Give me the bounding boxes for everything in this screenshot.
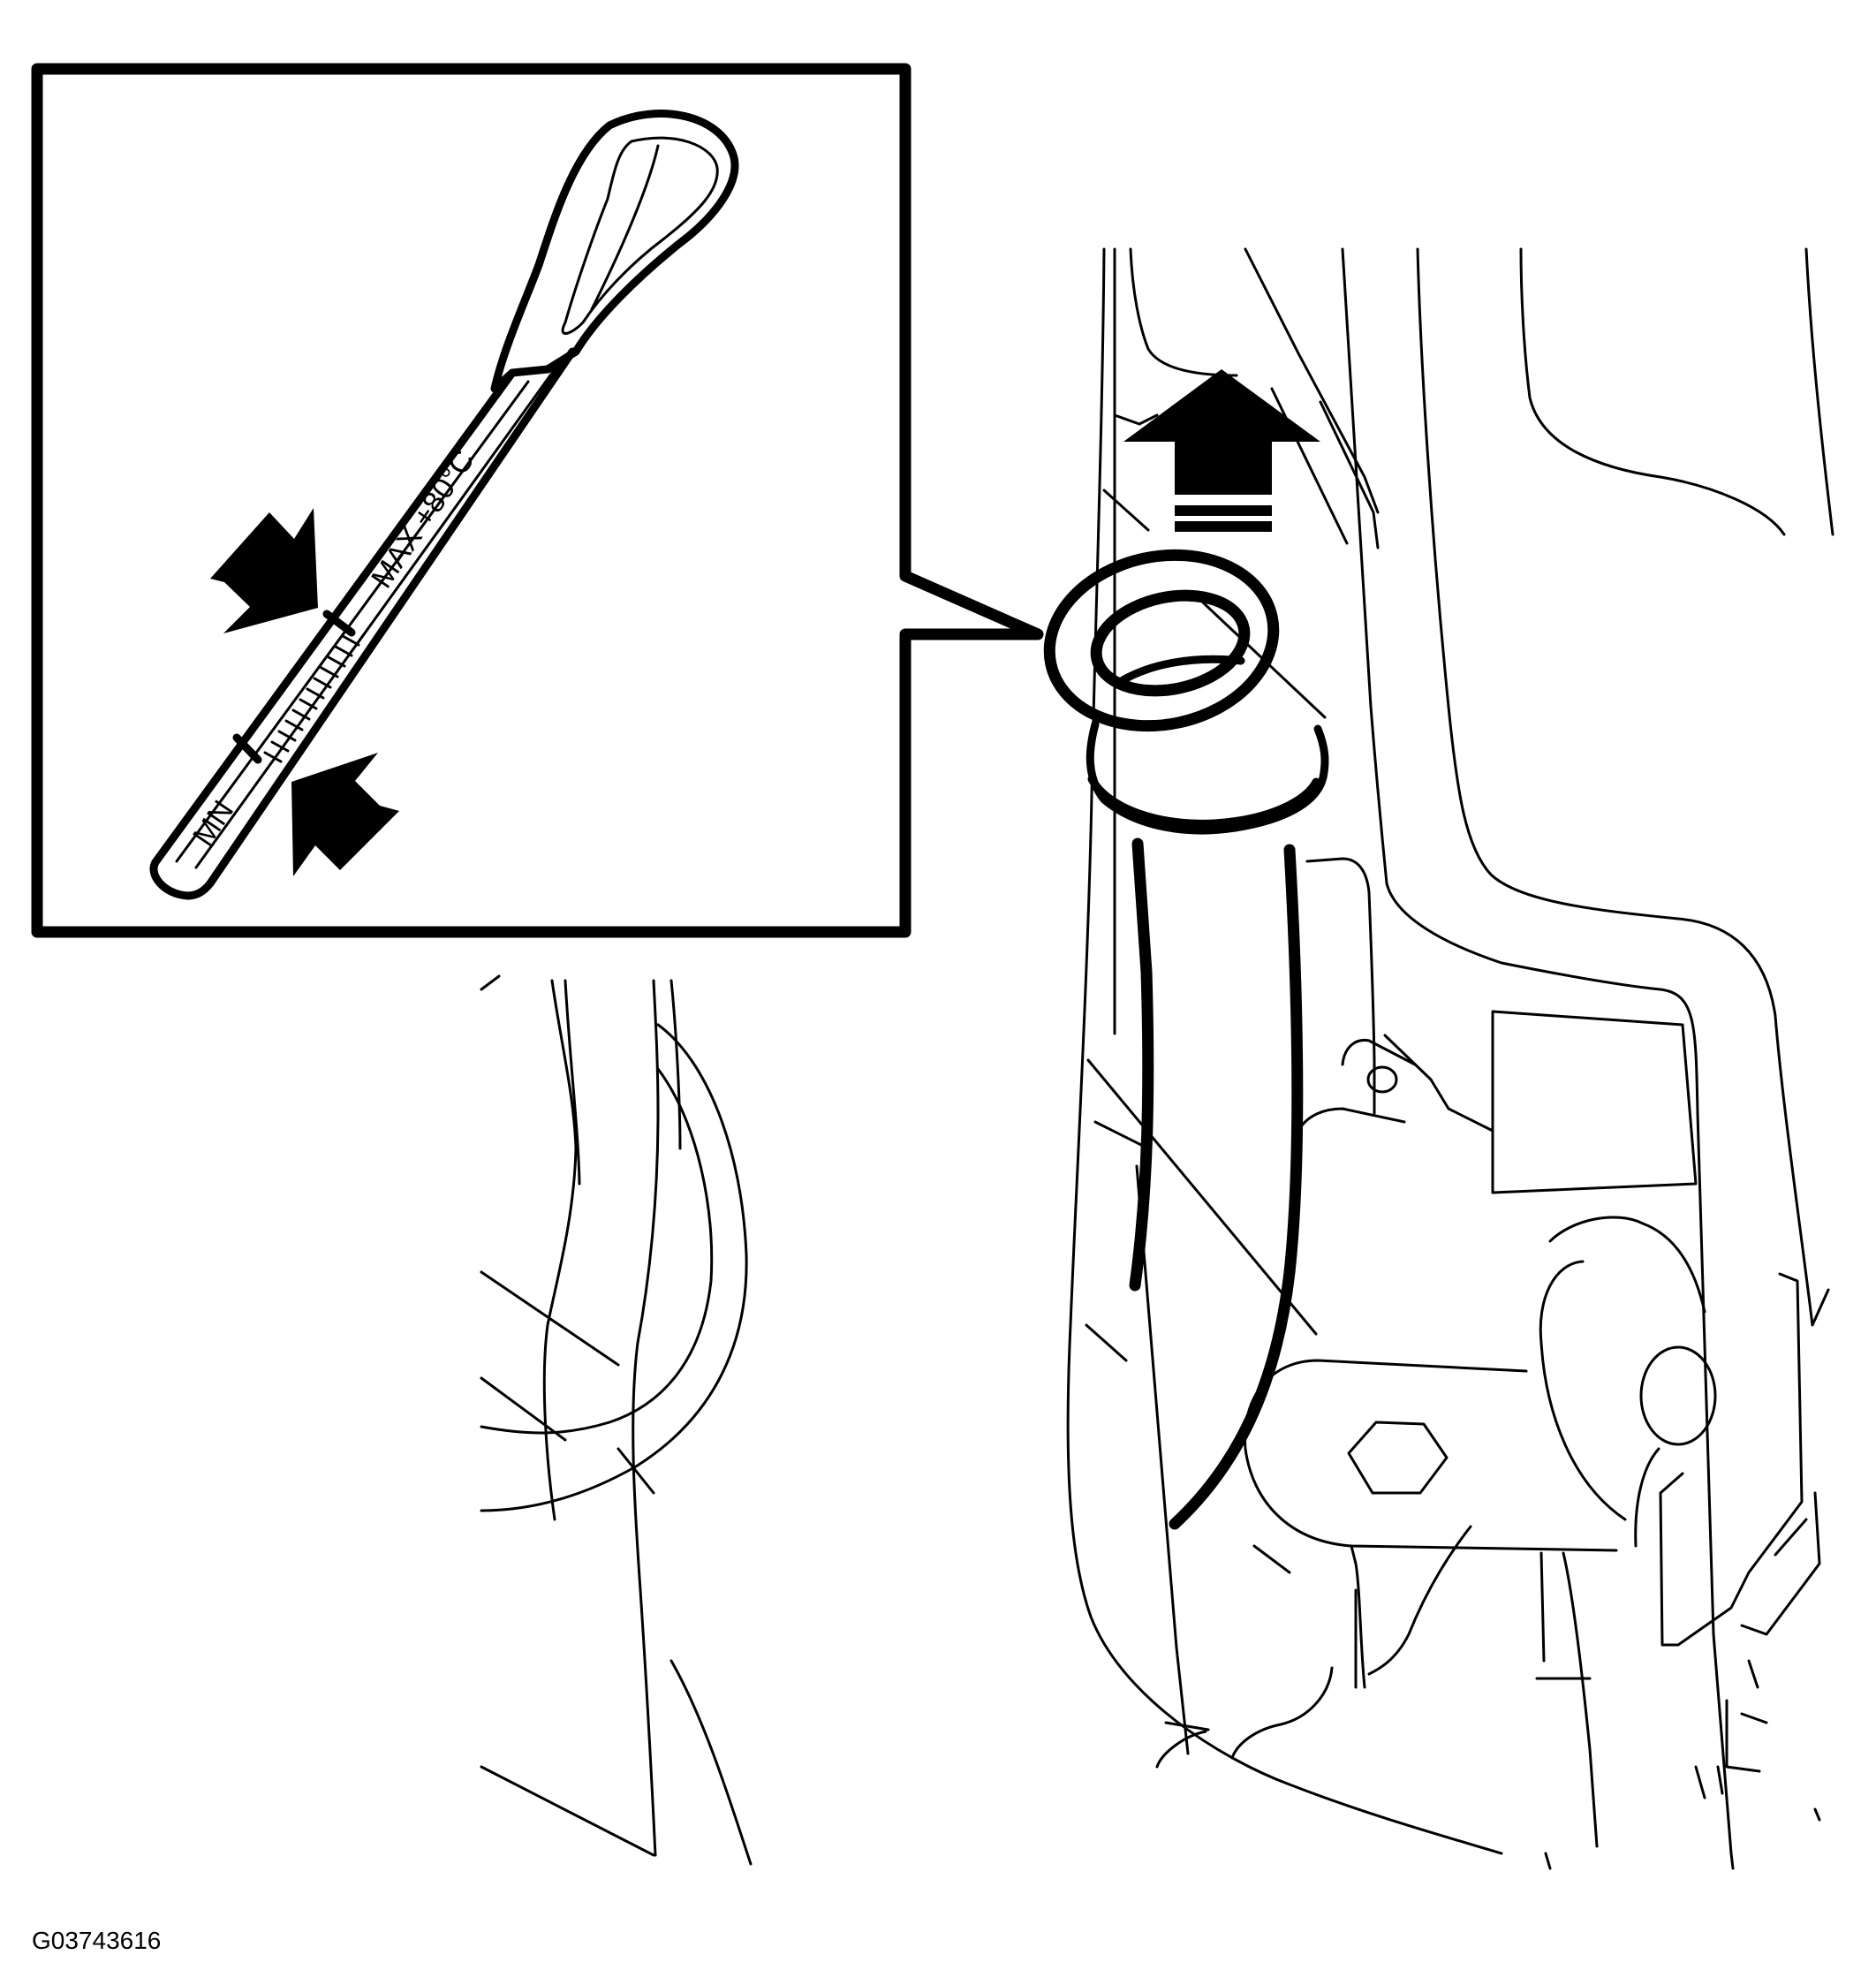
dipstick-detail: MN MAX +80°C [149,110,739,900]
dipstick-tube [1043,549,1329,1530]
dipstick-scale-marks [263,634,360,763]
pull-up-arrow [1123,369,1320,532]
inset-callout [31,63,1044,938]
lower-left-component [480,974,753,1866]
max-level-arrow [210,508,318,633]
engine-block-outlines [1066,247,1834,1870]
min-level-arrow [291,753,399,876]
figure-id-label: G03743616 [32,1927,161,1954]
